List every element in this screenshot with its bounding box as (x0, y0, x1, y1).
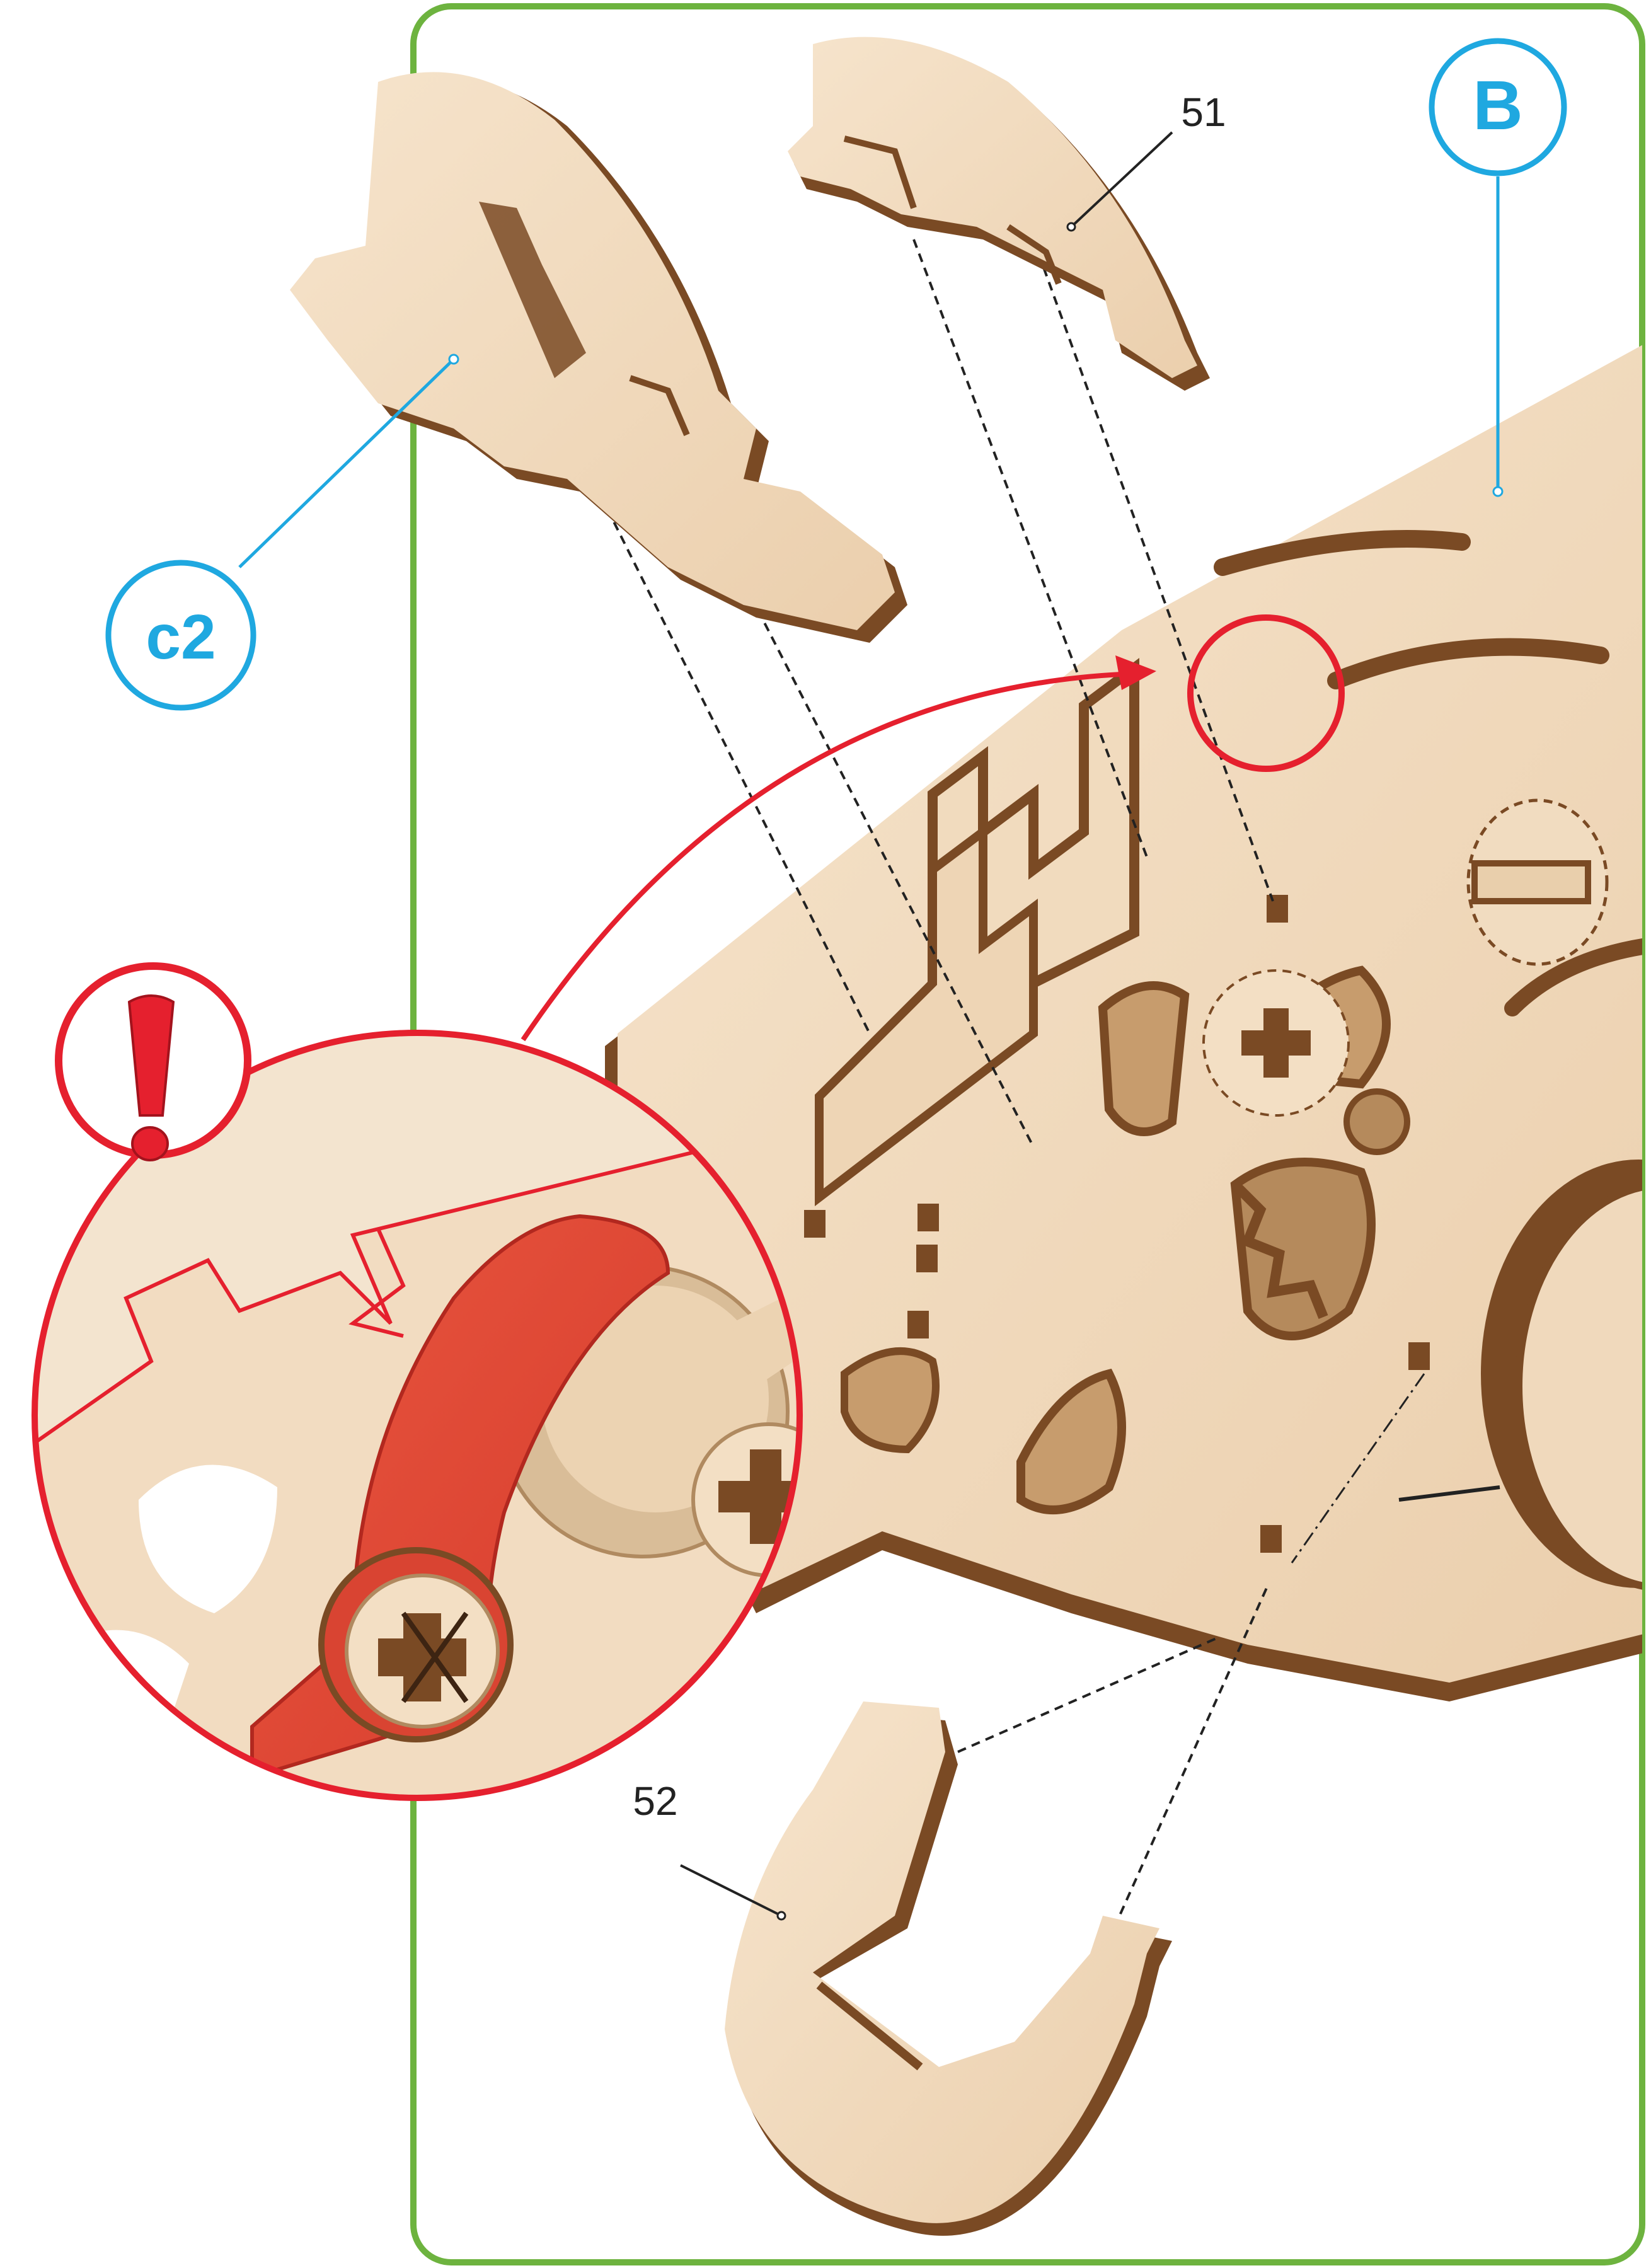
part-51-piece (788, 37, 1210, 391)
callout-b: B (1432, 41, 1564, 173)
part-52-piece (725, 1701, 1172, 2236)
callout-c2-label: c2 (146, 602, 216, 672)
warning-badge (59, 966, 248, 1160)
exclamation-icon (129, 996, 173, 1160)
callout-b-label: B (1473, 67, 1522, 144)
part-number-52: 52 (633, 1778, 677, 1824)
leader-c2 (239, 359, 454, 567)
part-number-51: 51 (1181, 89, 1226, 135)
callout-c2: c2 (108, 563, 253, 708)
